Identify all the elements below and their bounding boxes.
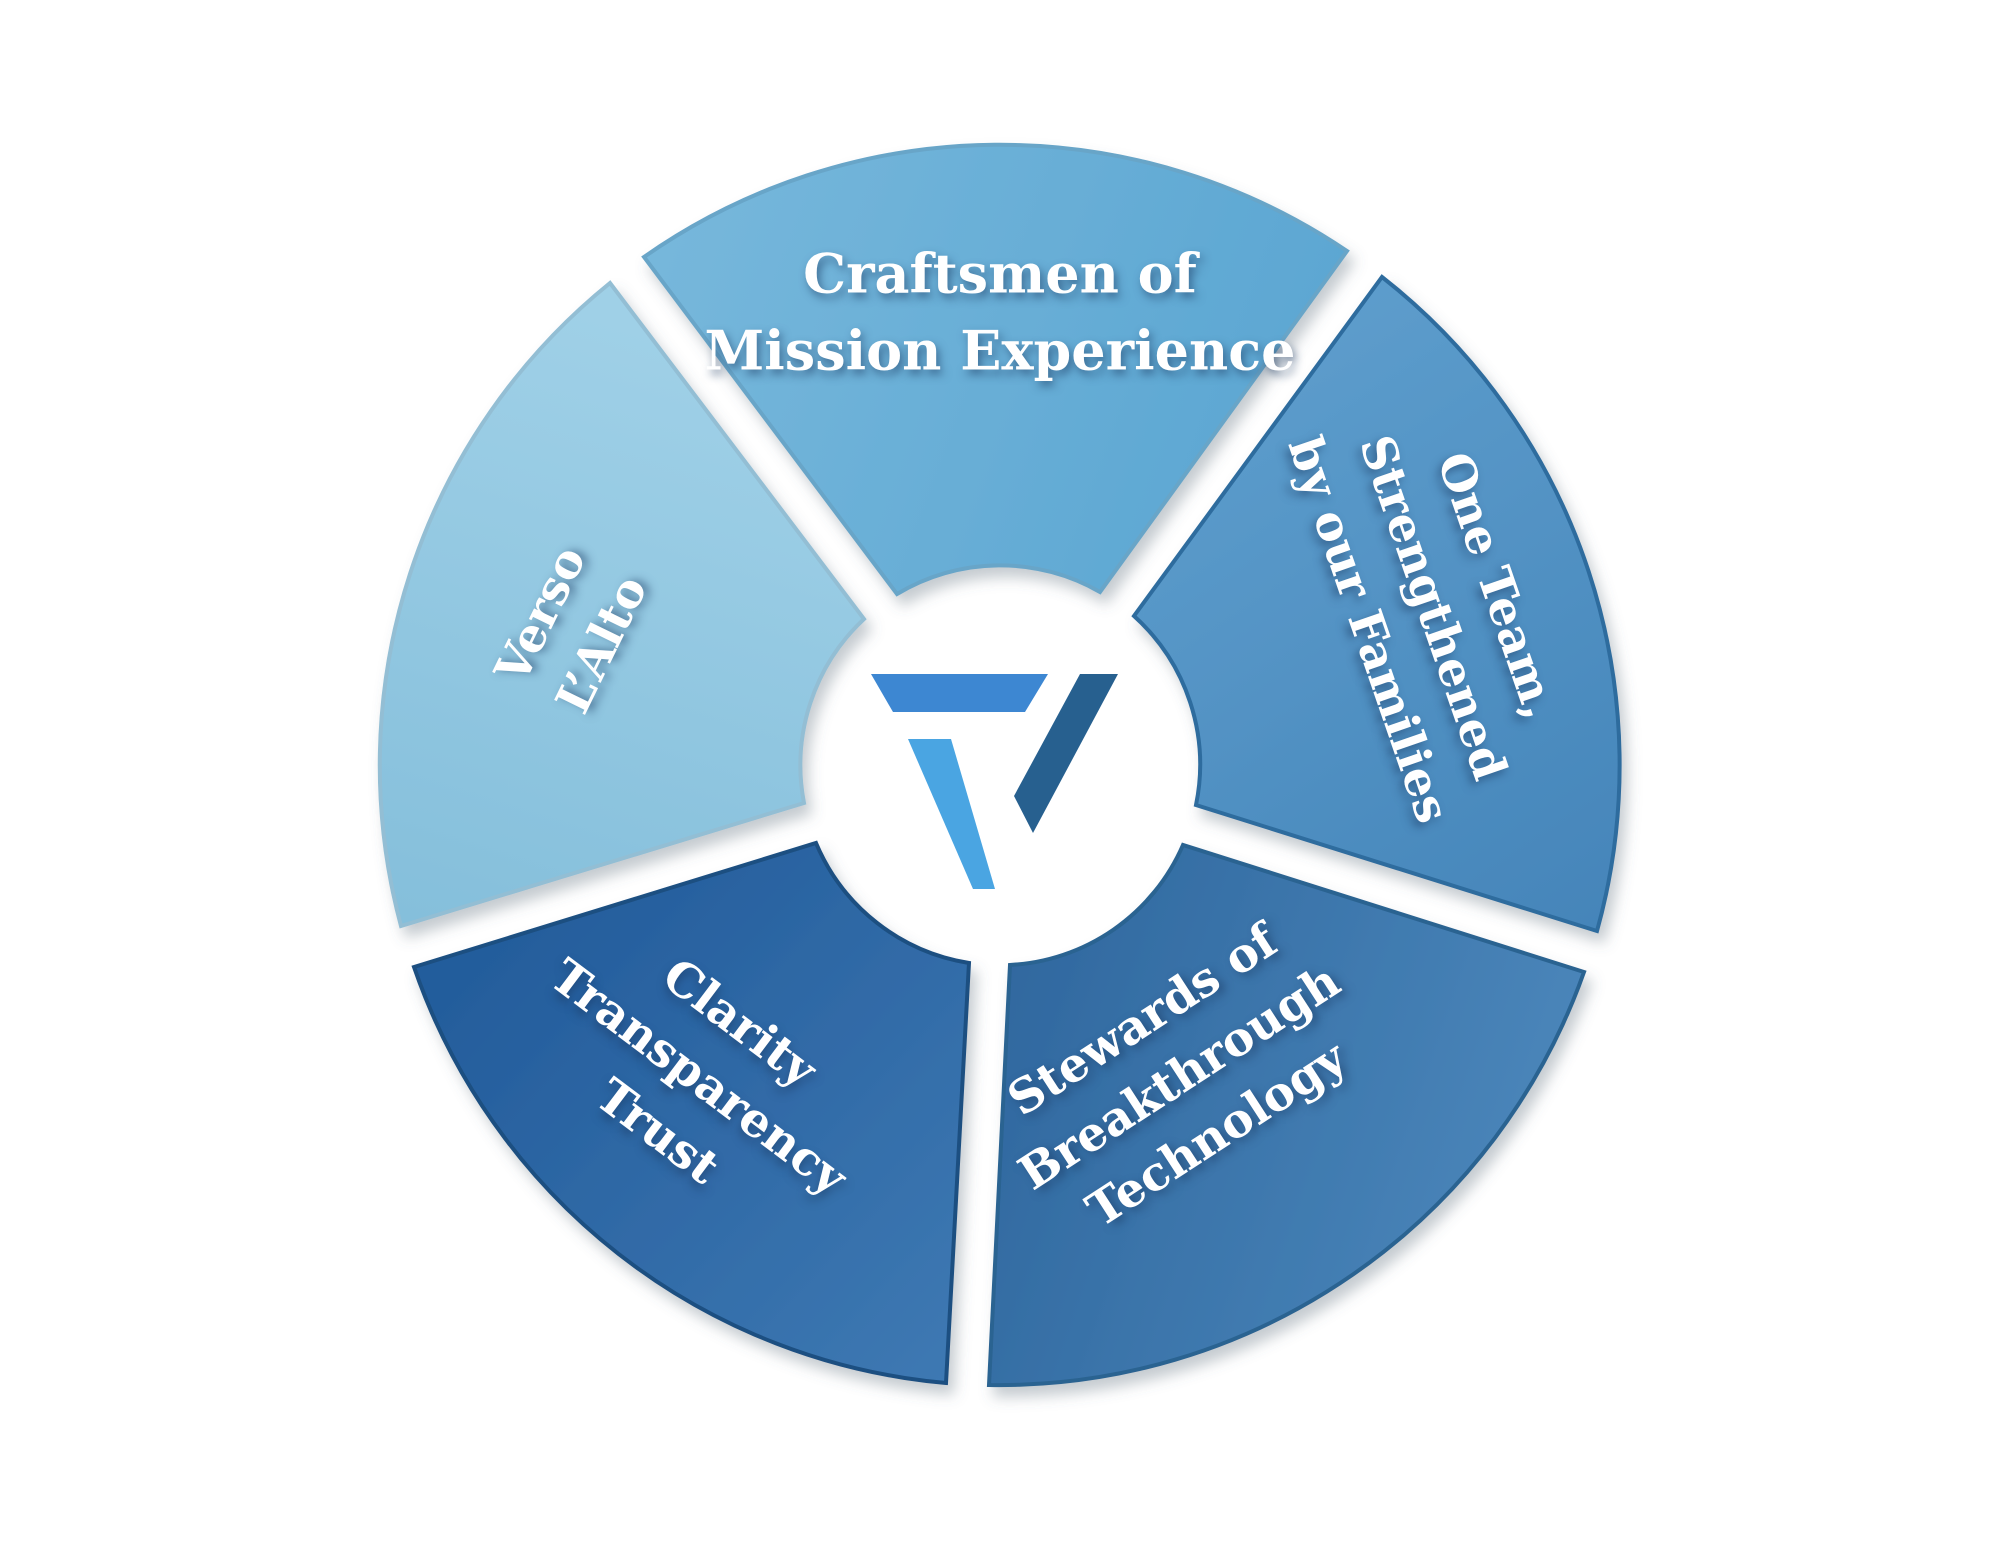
segment-stewards xyxy=(986,842,1587,1388)
segment-label-line: Mission Experience xyxy=(704,318,1296,382)
v-logo-left-stroke xyxy=(908,739,995,889)
v-logo-right-stroke xyxy=(1014,674,1118,833)
segment-one-team xyxy=(1131,274,1622,934)
segment-craftsmen-label: Craftsmen of Mission Experience xyxy=(705,235,1296,388)
segment-label-line: Craftsmen of xyxy=(803,241,1197,306)
v-logo-top-bar xyxy=(871,674,1048,712)
segment-clarity xyxy=(411,840,972,1386)
segment-verso xyxy=(377,280,867,929)
segment-craftsmen xyxy=(641,142,1350,597)
v-logo xyxy=(871,674,1118,889)
